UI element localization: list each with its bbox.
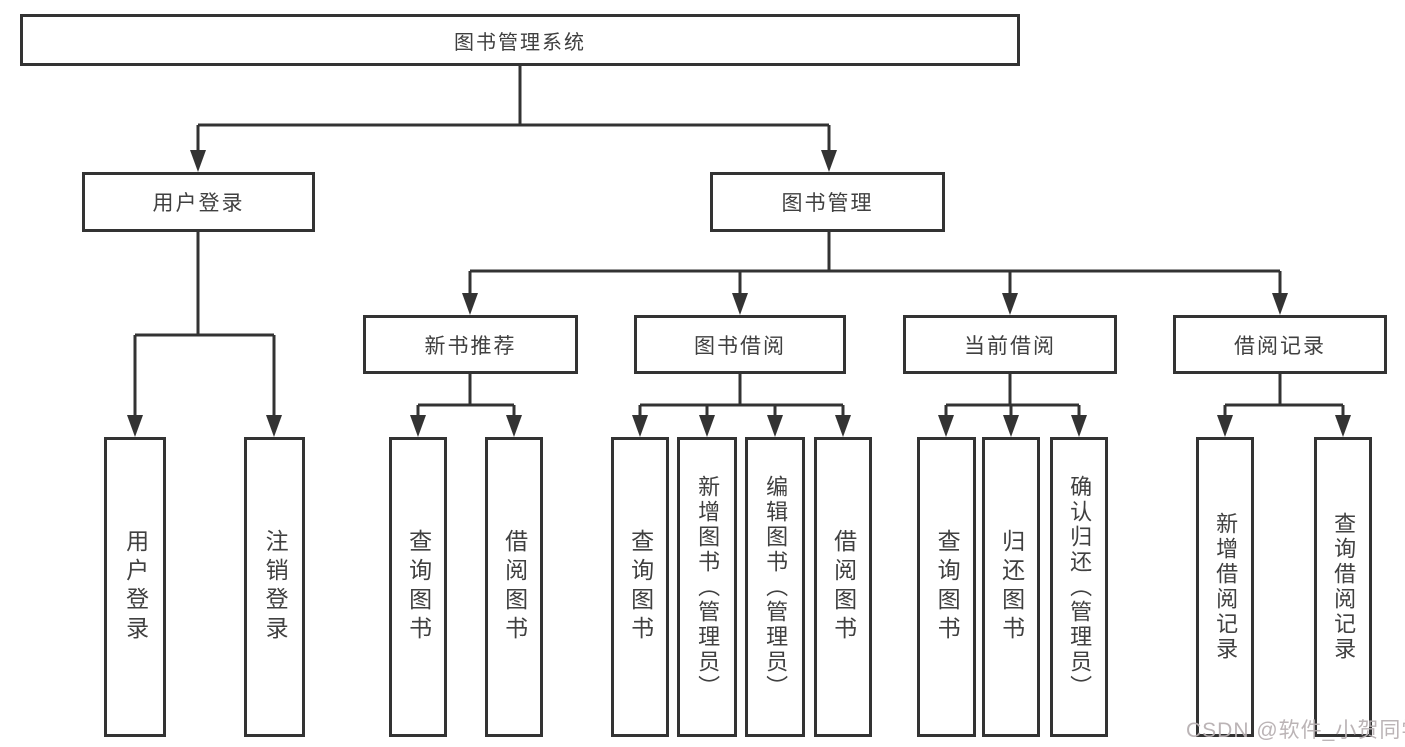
leaf-edit-books-admin: 编辑图书（管理员） [745,437,805,737]
leaf-query-books-borrowing: 查询图书 [611,437,669,737]
arrowheads [127,150,1351,437]
leaf-add-borrow-record: 新增借阅记录 [1196,437,1254,737]
node-book-management: 图书管理 [710,172,945,232]
leaf-confirm-return-admin: 确认归还（管理员） [1050,437,1108,737]
node-current-borrowing: 当前借阅 [903,315,1117,374]
leaf-query-borrow-record: 查询借阅记录 [1314,437,1372,737]
leaf-borrow-books-recommend: 借阅图书 [485,437,543,737]
leaf-user-login: 用户登录 [104,437,166,737]
leaf-logout: 注销登录 [244,437,305,737]
node-borrowing-records: 借阅记录 [1173,315,1387,374]
node-user-login: 用户登录 [82,172,315,232]
node-new-book-recommendation: 新书推荐 [363,315,578,374]
csdn-watermark: CSDN @软件_小贺同学 [1186,719,1405,742]
leaf-borrow-books: 借阅图书 [814,437,872,737]
node-root-system: 图书管理系统 [20,14,1020,66]
leaf-query-books-current: 查询图书 [917,437,976,737]
leaf-query-books-recommend: 查询图书 [389,437,447,737]
node-book-borrowing: 图书借阅 [634,315,846,374]
leaf-return-books: 归还图书 [982,437,1040,737]
leaf-add-books-admin: 新增图书（管理员） [677,437,737,737]
